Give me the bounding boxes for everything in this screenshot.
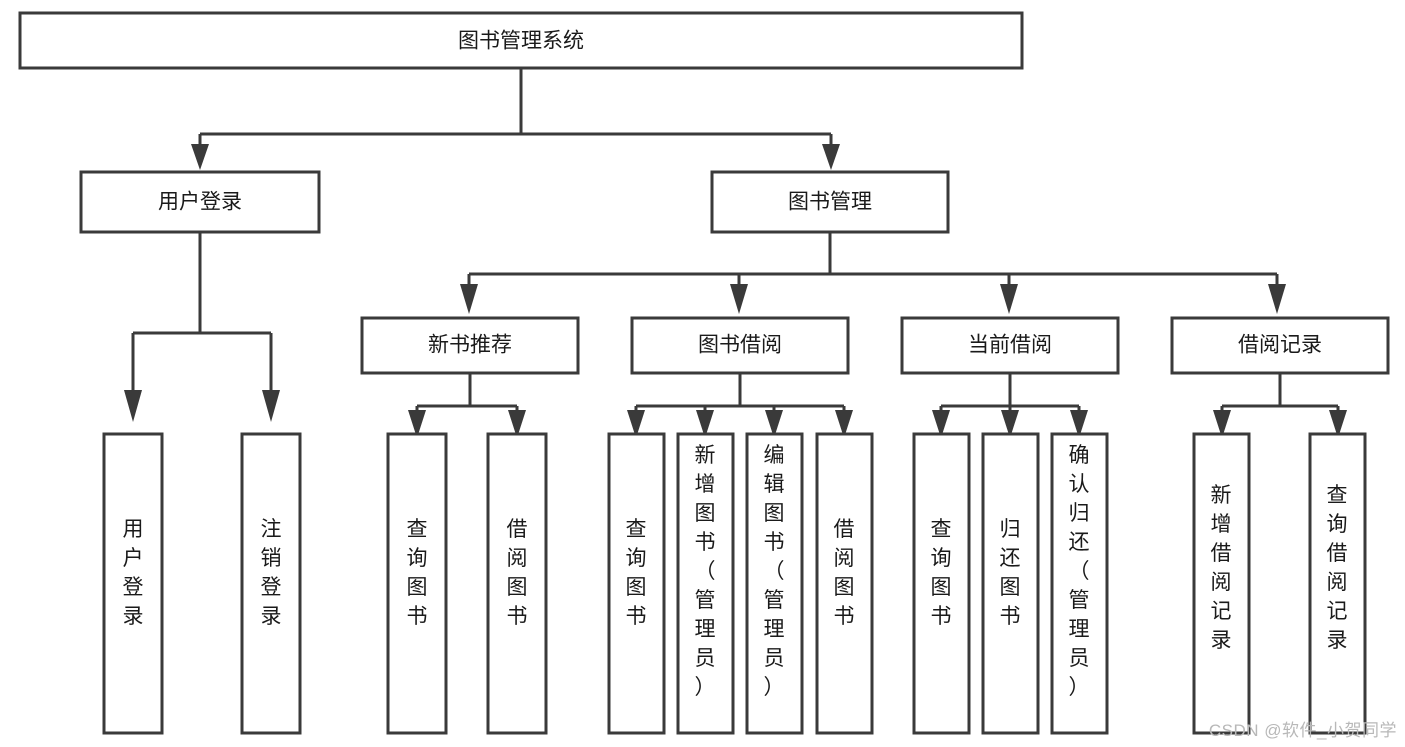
new-book-label: 新书推荐 bbox=[428, 334, 512, 357]
connector-new-book-to-leaves bbox=[408, 373, 526, 438]
leaf-label: 查询借阅记录 bbox=[1327, 484, 1348, 652]
leaf-label: 查询图书 bbox=[931, 518, 952, 628]
leaf-label: 查询图书 bbox=[626, 518, 647, 628]
leaf-box[interactable] bbox=[676, 432, 735, 735]
arrow-to-current-borrow bbox=[1000, 284, 1018, 314]
connector-book-borrow-to-leaves bbox=[627, 373, 853, 438]
arrow-to-book-borrow bbox=[730, 284, 748, 314]
arrow-to-borrow-record bbox=[1268, 284, 1286, 314]
leaf-edit-book-admin[interactable]: 编辑图书（管理员） bbox=[745, 432, 804, 735]
leaf-label: 借阅图书 bbox=[834, 518, 855, 628]
leaf-label: 新增图书（管理员） bbox=[695, 444, 716, 699]
leaf-label: 归还图书 bbox=[1000, 518, 1021, 628]
book-borrow-label: 图书借阅 bbox=[698, 334, 782, 357]
leaf-box[interactable] bbox=[912, 432, 971, 735]
leaf-label: 注销登录 bbox=[261, 518, 282, 628]
leaf-box[interactable] bbox=[240, 432, 302, 735]
leaf-label: 查询图书 bbox=[407, 518, 428, 628]
leaf-box[interactable] bbox=[815, 432, 874, 735]
csdn-watermark: CSDN @软件_小贺同学 bbox=[1208, 721, 1397, 740]
leaf-borrow-book-newbook[interactable]: 借阅图书 bbox=[486, 432, 548, 735]
node-book-manage[interactable]: 图书管理 bbox=[710, 170, 950, 234]
arrow-to-new-book bbox=[460, 284, 478, 314]
node-book-borrow[interactable]: 图书借阅 bbox=[630, 316, 850, 375]
leaf-box[interactable] bbox=[607, 432, 666, 735]
new-book-box[interactable] bbox=[360, 316, 580, 375]
leaf-box[interactable] bbox=[486, 432, 548, 735]
leaf-return-book[interactable]: 归还图书 bbox=[981, 432, 1040, 735]
leaf-label: 用户登录 bbox=[123, 518, 144, 628]
borrow-record-label: 借阅记录 bbox=[1238, 334, 1322, 357]
current-borrow-label: 当前借阅 bbox=[968, 334, 1052, 357]
user-login-label: 用户登录 bbox=[158, 191, 242, 214]
node-root[interactable]: 图书管理系统 bbox=[18, 11, 1024, 70]
leaf-box[interactable] bbox=[1192, 432, 1251, 735]
arrow-to-leaf-logout bbox=[262, 390, 280, 422]
leaf-label: 编辑图书（管理员） bbox=[764, 444, 785, 699]
leaf-borrow-book[interactable]: 借阅图书 bbox=[815, 432, 874, 735]
book-manage-label: 图书管理 bbox=[788, 191, 872, 214]
leaf-label: 确认归还（管理员） bbox=[1069, 444, 1090, 699]
leaf-box[interactable] bbox=[981, 432, 1040, 735]
node-borrow-record[interactable]: 借阅记录 bbox=[1170, 316, 1390, 375]
leaf-add-book-admin[interactable]: 新增图书（管理员） bbox=[676, 432, 735, 735]
leaf-logout[interactable]: 注销登录 bbox=[240, 432, 302, 735]
leaf-box[interactable] bbox=[102, 432, 164, 735]
leaf-query-borrow-record[interactable]: 查询借阅记录 bbox=[1308, 432, 1367, 735]
leaf-user-login[interactable]: 用户登录 bbox=[102, 432, 164, 735]
leaf-box[interactable] bbox=[745, 432, 804, 735]
leaf-box[interactable] bbox=[1308, 432, 1367, 735]
connector-user-login-to-leaves bbox=[124, 232, 280, 422]
node-new-book[interactable]: 新书推荐 bbox=[360, 316, 580, 375]
leaf-label: 新增借阅记录 bbox=[1211, 484, 1232, 652]
leaf-query-book-borrow[interactable]: 查询图书 bbox=[607, 432, 666, 735]
leaf-box[interactable] bbox=[386, 432, 448, 735]
leaf-confirm-return-admin[interactable]: 确认归还（管理员） bbox=[1050, 432, 1109, 735]
arrow-to-user-login bbox=[191, 144, 209, 170]
leaf-query-book-current[interactable]: 查询图书 bbox=[912, 432, 971, 735]
connector-book-manage-to-level2 bbox=[460, 232, 1286, 314]
connector-current-borrow-to-leaves bbox=[932, 373, 1088, 438]
current-borrow-box[interactable] bbox=[900, 316, 1120, 375]
node-user-login[interactable]: 用户登录 bbox=[79, 170, 321, 234]
leaf-add-borrow-record[interactable]: 新增借阅记录 bbox=[1192, 432, 1251, 735]
connector-borrow-record-to-leaves bbox=[1213, 373, 1347, 438]
user-login-box[interactable] bbox=[79, 170, 321, 234]
root-box[interactable] bbox=[18, 11, 1024, 70]
arrow-to-leaf-user-login bbox=[124, 390, 142, 422]
leaf-box[interactable] bbox=[1050, 432, 1109, 735]
node-current-borrow[interactable]: 当前借阅 bbox=[900, 316, 1120, 375]
leaf-query-book-newbook[interactable]: 查询图书 bbox=[386, 432, 448, 735]
connector-root-to-level1 bbox=[191, 68, 840, 170]
arrow-to-book-manage bbox=[822, 144, 840, 170]
root-label: 图书管理系统 bbox=[458, 30, 584, 53]
leaf-label: 借阅图书 bbox=[507, 518, 528, 628]
